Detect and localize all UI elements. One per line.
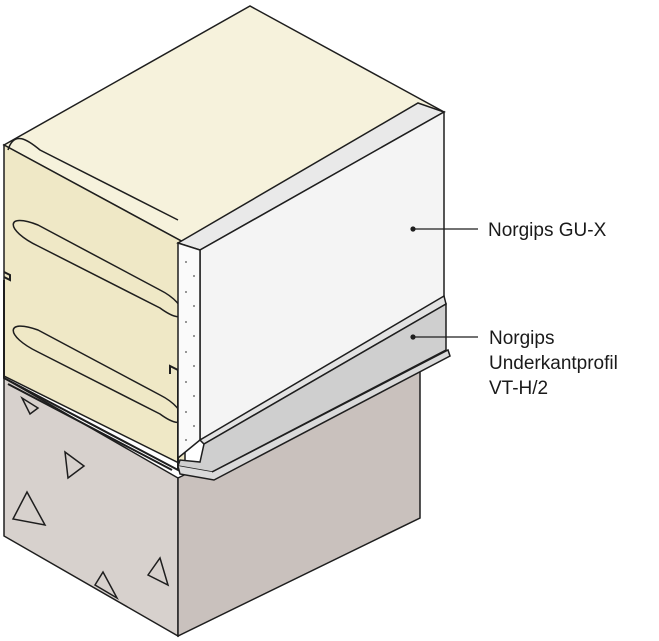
callout-gypsum-board-label: Norgips GU-X [488, 220, 607, 241]
profile-fold [177, 348, 451, 481]
leader-profile-dot [410, 334, 416, 340]
aggregate-triangles [11, 395, 170, 601]
gypsum-board [176, 102, 446, 460]
leader-gu-x-dot [410, 226, 416, 232]
callout-edge-profile-line-3: VT-H/2 [489, 378, 549, 399]
callout-edge-profile-line-2: Underkantprofil [489, 353, 618, 374]
insulation-roll-lines [7, 137, 184, 424]
callout-edge-profile-label: Norgips Underkantprofil VT-H/2 [489, 326, 618, 401]
insulation-block [2, 5, 446, 472]
board-core-dots [185, 261, 195, 441]
leader-lines [410, 226, 478, 340]
board-cut-edge [177, 241, 201, 460]
callout-edge-profile-line-1: Norgips [489, 328, 555, 349]
edge-profile [177, 294, 451, 481]
